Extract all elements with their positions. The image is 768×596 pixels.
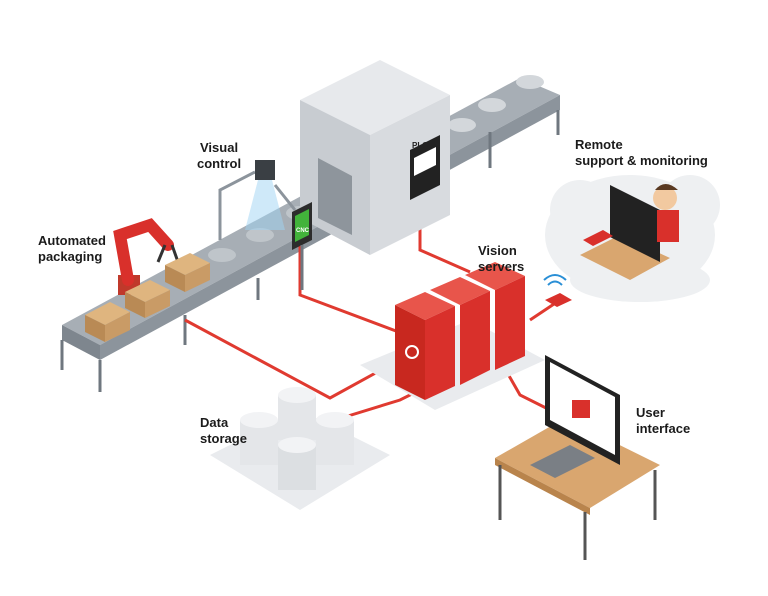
gear-logo-icon xyxy=(405,345,419,359)
label-remote-support: Remote support & monitoring xyxy=(575,137,708,168)
robot-arm-icon xyxy=(113,218,180,295)
user-desk xyxy=(495,355,660,560)
wifi-icon xyxy=(547,280,563,286)
cnc-text: CNC xyxy=(296,228,310,234)
remote-monitoring-station xyxy=(580,184,679,280)
label-user-interface: User interface xyxy=(636,405,691,436)
cardboard-boxes xyxy=(85,253,210,342)
label-automated-packaging: Automated packaging xyxy=(38,233,106,264)
inspection-housing xyxy=(300,60,450,255)
plc-controller xyxy=(410,135,440,200)
vision-servers xyxy=(360,262,545,410)
wifi-router xyxy=(543,274,572,307)
label-visual-control: Visual control xyxy=(197,140,242,171)
cnc-panel xyxy=(292,202,312,290)
camera-icon xyxy=(218,160,297,240)
label-vision-servers: Vision servers xyxy=(478,243,525,274)
label-data-storage: Data storage xyxy=(200,415,247,446)
data-storage xyxy=(210,387,390,510)
plc-text: PLC xyxy=(412,141,428,150)
